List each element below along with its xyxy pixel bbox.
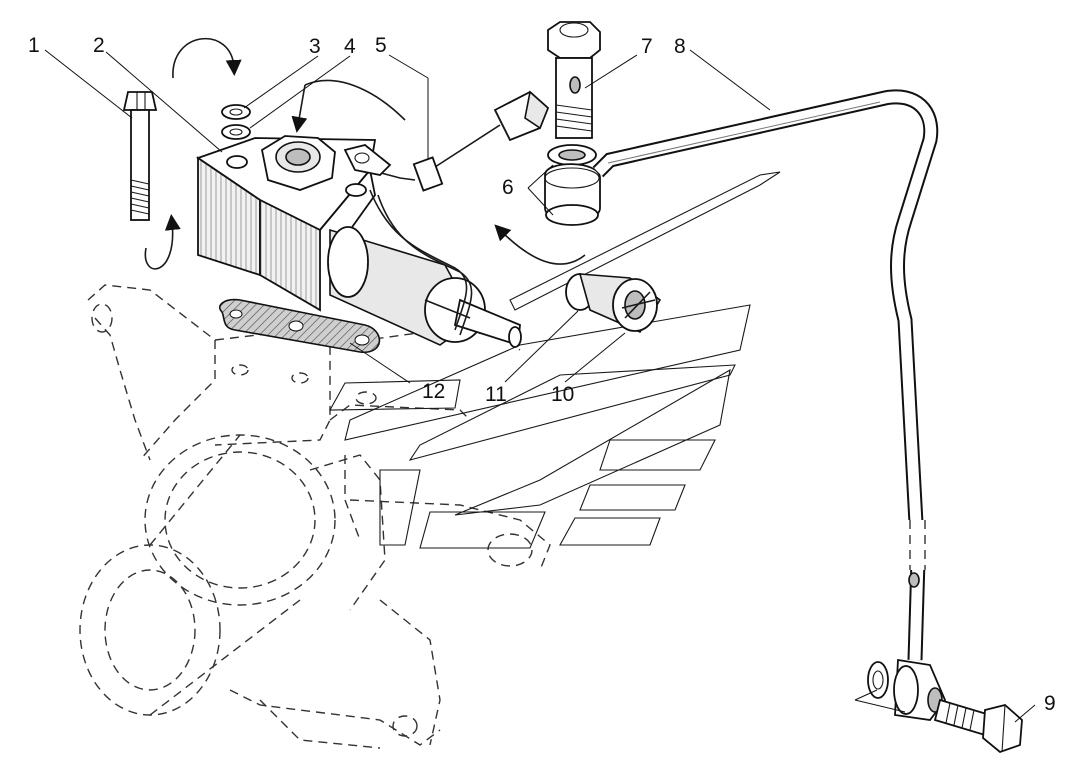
callout-2: 2 (93, 34, 105, 57)
callout-6: 6 (502, 176, 514, 199)
tube-part-8 (592, 89, 939, 661)
callout-7: 7 (641, 35, 653, 58)
washers-part-3-4 (221, 104, 251, 140)
lower-fitting-part-9 (867, 658, 1023, 754)
callout-3: 3 (309, 35, 321, 58)
cylinder-fitting (327, 226, 522, 348)
callout-5: 5 (375, 34, 387, 57)
wire-part-5 (343, 90, 550, 336)
callout-11: 11 (485, 383, 507, 406)
valve-block-part-2 (196, 79, 406, 312)
bracket-bands (329, 171, 781, 549)
callout-4: 4 (344, 35, 356, 58)
banjo-fitting-part-6 (494, 144, 601, 265)
leader-lines (44, 49, 1036, 723)
banjo-bolt-part-7 (547, 21, 601, 139)
callout-1: 1 (28, 34, 40, 57)
gasket-part-12 (218, 298, 381, 353)
phantom-housing (79, 284, 551, 749)
callout-12: 12 (422, 380, 445, 403)
callout-labels: 1 2 3 4 5 6 7 8 9 10 11 12 (28, 34, 1056, 715)
callout-10: 10 (551, 383, 574, 406)
bolt-part-1 (122, 37, 242, 270)
callout-8: 8 (674, 35, 686, 58)
callout-9: 9 (1044, 692, 1056, 715)
sensor-part-10-11 (565, 273, 662, 334)
